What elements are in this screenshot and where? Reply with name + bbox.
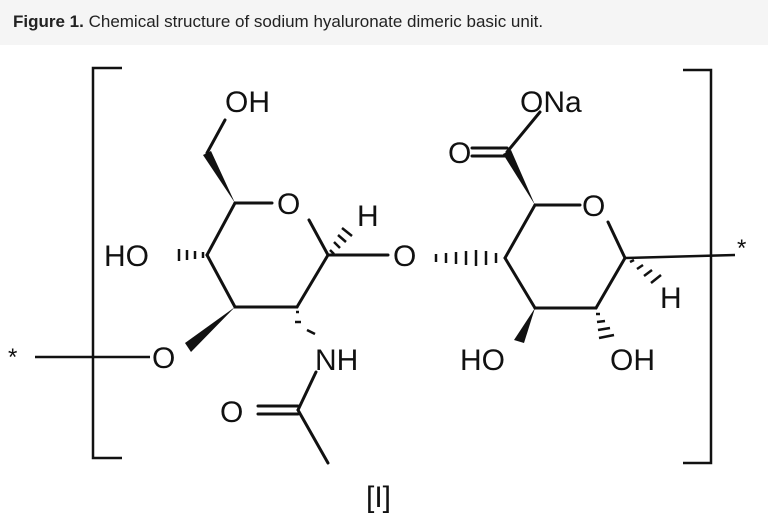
hashed-bond: [629, 258, 662, 284]
wedge-bond: [514, 308, 535, 343]
atom-ona: ONa: [520, 86, 582, 119]
atom-o-ring-left: O: [277, 188, 300, 221]
hashed-bond: [177, 249, 205, 261]
right-bracket: [683, 68, 713, 465]
right-ring: [503, 203, 627, 310]
atom-o-acetyl: O: [220, 396, 243, 429]
atom-oh-top: OH: [225, 86, 270, 119]
atom-o-carboxyl: O: [448, 137, 471, 170]
figure-label: Figure 1.: [13, 12, 84, 31]
figure-caption-text: Chemical structure of sodium hyaluronate…: [83, 12, 544, 31]
hashed-bond: [329, 227, 353, 255]
atom-oh-bottom: OH: [610, 344, 655, 377]
atom-star-left: *: [8, 344, 17, 371]
atom-o-link-left: O: [152, 342, 175, 375]
atom-nh: NH: [315, 344, 358, 377]
figure-caption: Figure 1. Chemical structure of sodium h…: [13, 12, 543, 32]
wedge-bond: [185, 307, 235, 352]
atom-o-ring-right: O: [582, 190, 605, 223]
atom-h-right: H: [660, 282, 682, 315]
wedge-bond: [503, 150, 535, 205]
wedge-bond: [203, 151, 235, 203]
compound-id: [I]: [366, 481, 391, 514]
left-bracket: [91, 66, 122, 460]
atom-star-right: *: [737, 235, 746, 262]
atom-o-glycosidic: O: [393, 240, 416, 273]
hashed-bond: [596, 312, 615, 340]
atom-ho-bottom: HO: [460, 344, 505, 377]
caption-bar: Figure 1. Chemical structure of sodium h…: [0, 0, 768, 45]
hashed-bond: [434, 250, 498, 266]
left-ring: [205, 201, 330, 309]
hashed-bond: [295, 310, 316, 336]
atom-h-left: H: [357, 200, 379, 233]
atom-ho-left: HO: [104, 240, 149, 273]
